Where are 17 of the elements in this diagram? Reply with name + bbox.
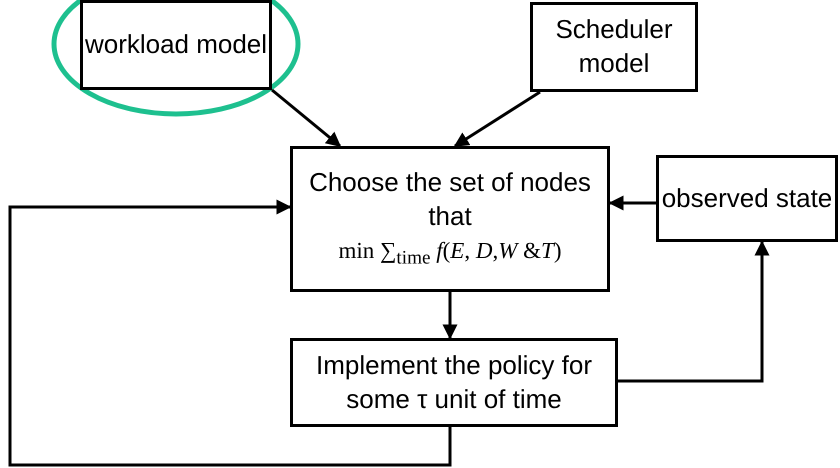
formula: min ∑$_{time}$ f(E, D,W &T) bbox=[338, 237, 562, 271]
node-text: Scheduler model bbox=[554, 13, 674, 80]
process-box bbox=[530, 2, 698, 92]
process-box bbox=[290, 146, 610, 292]
arrow bbox=[8, 200, 452, 466]
arrow bbox=[454, 90, 541, 148]
arrow bbox=[608, 196, 656, 210]
process-box bbox=[290, 338, 618, 427]
node-text: Choose the set of nodes that bbox=[308, 166, 592, 234]
node-text: observed state bbox=[662, 182, 832, 215]
arrow bbox=[271, 88, 342, 148]
arrow bbox=[618, 240, 770, 382]
node-text: workload model bbox=[84, 28, 268, 62]
process-box bbox=[80, 0, 272, 90]
node-text: Implement the policy for some τ unit of time bbox=[314, 348, 593, 416]
arrow bbox=[442, 292, 458, 340]
process-box bbox=[656, 155, 838, 242]
